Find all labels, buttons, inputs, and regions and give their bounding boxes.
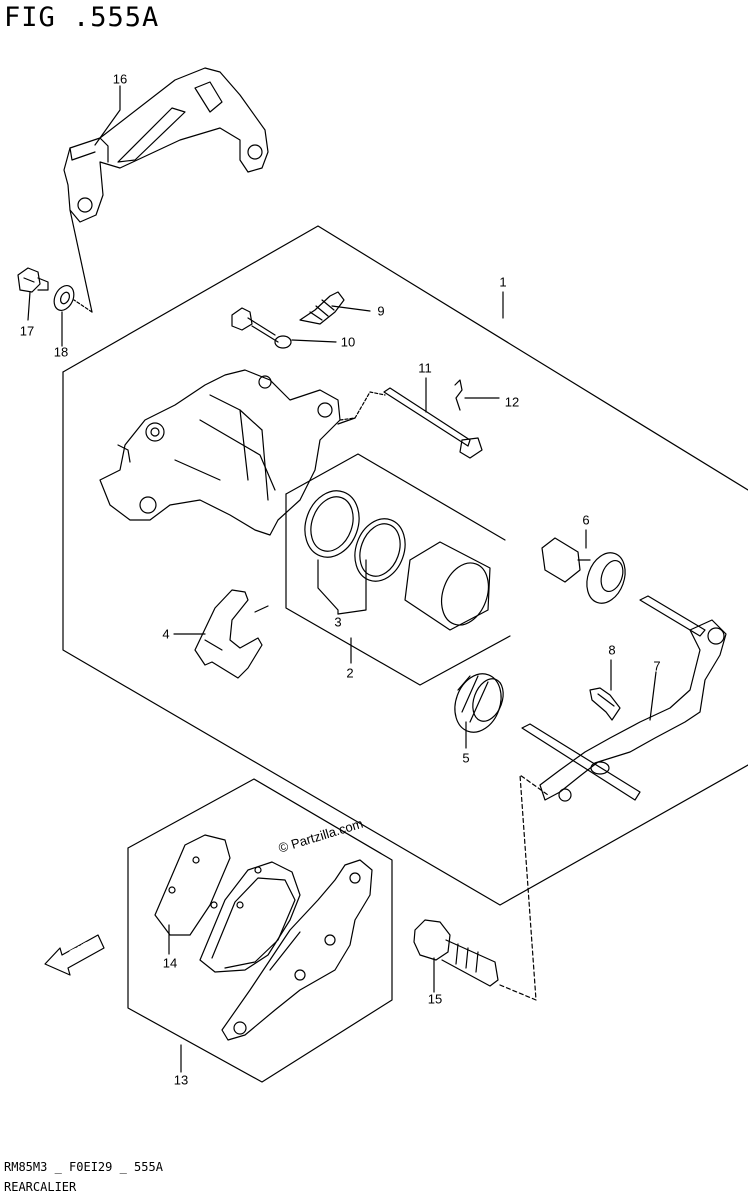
callout-13: 13: [173, 1072, 189, 1088]
assembly-1-outline: [63, 226, 748, 490]
callout-17: 17: [19, 323, 35, 339]
callout-9: 9: [377, 303, 385, 319]
fwd-arrow-drawing: [45, 935, 104, 975]
figure-title: FIG .555A: [4, 2, 160, 33]
callout-16: 16: [112, 71, 128, 87]
clip-12-drawing: [455, 380, 462, 410]
shim-plate-drawing: [222, 860, 372, 1040]
assembly-2-outline: [286, 454, 505, 540]
bolt-17-drawing: [18, 268, 48, 292]
caliper-body-drawing: [100, 370, 340, 535]
callout-7: 7: [653, 658, 661, 674]
callout-6: 6: [582, 512, 590, 528]
callout-2: 2: [346, 665, 354, 681]
pin-11-drawing: [384, 388, 482, 458]
callout-4: 4: [162, 626, 170, 642]
bleeder-9-drawing: [300, 292, 344, 324]
boot-5-drawing: [447, 667, 509, 738]
fwd-label: FWD: [68, 940, 93, 960]
callout-8: 8: [608, 642, 616, 658]
callout-5: 5: [462, 750, 470, 766]
pad-second-drawing: [200, 862, 300, 972]
piston-drawing: [405, 542, 497, 632]
bolt-15-drawing: [414, 920, 498, 986]
assembly-13-outline: [128, 779, 392, 1082]
clip-8-drawing: [590, 688, 620, 720]
seals-3-drawing: [296, 483, 414, 588]
callout-3: 3: [334, 614, 342, 630]
spring-4-drawing: [195, 590, 268, 678]
part-title: REARCALIER: [4, 1180, 77, 1194]
holder-7-drawing: [522, 596, 726, 801]
callout-18: 18: [53, 344, 69, 360]
pad-14-drawing: [155, 835, 230, 935]
callout-1: 1: [499, 274, 507, 290]
washer-18-drawing: [50, 282, 77, 313]
leader-lines: [28, 86, 656, 1072]
boot-6-drawing: [542, 538, 632, 609]
callout-14: 14: [162, 955, 178, 971]
callout-15: 15: [427, 991, 443, 1007]
callout-10: 10: [340, 334, 356, 350]
callout-11: 11: [418, 360, 432, 376]
figure-code: RM85M3 _ F0EI29 _ 555A: [4, 1160, 163, 1174]
callout-12: 12: [504, 394, 520, 410]
cap-10-drawing: [232, 308, 291, 348]
bracket-16-drawing: [64, 68, 268, 222]
